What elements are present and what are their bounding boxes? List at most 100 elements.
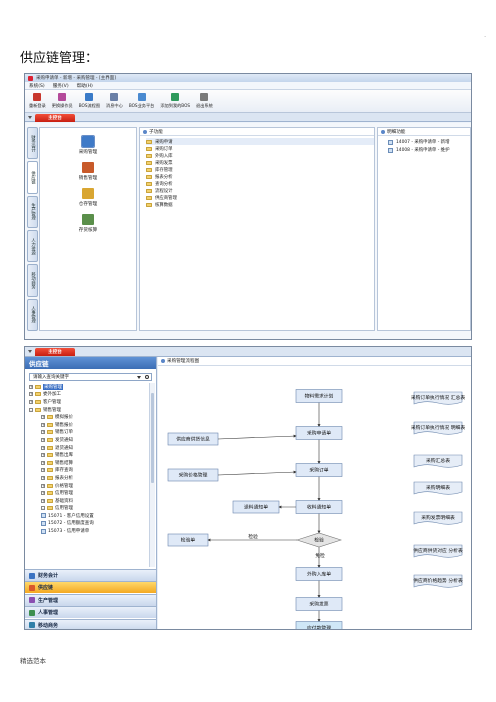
sub-function-item[interactable]: 核算数据 xyxy=(146,201,374,208)
scrollbar-thumb[interactable] xyxy=(151,393,154,483)
tree-item[interactable]: +采购管理 xyxy=(29,383,148,391)
module-warehouse[interactable]: 仓存管理 xyxy=(40,188,136,207)
module-bar-label: 移动商务 xyxy=(38,622,59,629)
module-bar[interactable]: 财务会计 xyxy=(25,569,156,581)
add-to-my-bos-label: 添加到我的BOS xyxy=(160,103,191,108)
sub-function-item[interactable]: 供应商管理 xyxy=(146,194,374,201)
tree-item[interactable]: +销售订单 xyxy=(29,429,148,437)
tab-main-console[interactable]: 主控台 xyxy=(35,114,75,122)
detail-function-item[interactable]: 14007 - 采购申请单 - 新增 xyxy=(388,138,470,146)
message-center-button[interactable]: 消息中心 xyxy=(106,93,123,109)
tree-item[interactable]: +基础资料 xyxy=(29,497,148,505)
vtab-personnel[interactable]: 人事管理 xyxy=(27,298,38,331)
tree-item[interactable]: +销售出库 xyxy=(29,451,148,459)
tree-item[interactable]: +信用管理 xyxy=(29,489,148,497)
tree-item[interactable]: 15072 - 信用额度查询 xyxy=(29,520,148,528)
expand-toggle-icon[interactable]: + xyxy=(29,384,33,389)
expand-toggle-icon[interactable]: + xyxy=(29,399,33,404)
expand-toggle-icon[interactable]: + xyxy=(41,437,45,442)
exit-system-button[interactable]: 退出系统 xyxy=(196,93,213,109)
switch-operator-button[interactable]: 更换操作员 xyxy=(52,93,73,109)
flow-supplier-info-label: 供应商供货信息 xyxy=(176,436,210,443)
expand-toggle-icon[interactable]: + xyxy=(41,460,45,465)
tree-item[interactable]: + 退货通知 xyxy=(29,444,148,452)
purchase-flowchart: 物料需求计划采购申请单采购订单收料通知单检验外购入库单采购发票应付款管理免检供应… xyxy=(167,389,465,629)
tree-item[interactable]: +销售报价 xyxy=(29,421,148,429)
sub-function-item[interactable]: 采购发票 xyxy=(146,159,374,166)
menu-help[interactable]: 帮助(H) xyxy=(76,83,93,89)
flow-report-doc xyxy=(413,544,463,558)
expand-toggle-icon[interactable]: + xyxy=(29,392,33,397)
tree-item[interactable]: +库存查询 xyxy=(29,467,148,475)
tree-item[interactable]: +模拟报价 xyxy=(29,413,148,421)
expand-toggle-icon[interactable]: - xyxy=(41,506,45,511)
tree-item[interactable]: 15071 - 客户信用设置 xyxy=(29,512,148,520)
sub-function-item[interactable]: 采购申请 xyxy=(146,138,374,145)
expand-toggle-icon[interactable]: - xyxy=(29,407,33,412)
expand-toggle-icon[interactable]: + xyxy=(41,415,45,420)
module-bar[interactable]: 生产管理 xyxy=(25,593,156,606)
tree-item[interactable]: -信用管理 xyxy=(29,505,148,513)
module-sales[interactable]: 销售管理 xyxy=(40,162,136,181)
expand-toggle-icon[interactable]: + xyxy=(41,430,45,435)
chevron-down-icon[interactable] xyxy=(28,116,32,119)
module-bar[interactable]: 移动商务 xyxy=(25,618,156,629)
search-icon[interactable] xyxy=(145,375,149,379)
module-bar[interactable]: 人事管理 xyxy=(25,606,156,619)
module-icon xyxy=(29,622,35,629)
tree-item[interactable]: 15073 - 信用申请单 xyxy=(29,527,148,535)
expand-toggle-icon[interactable]: + xyxy=(41,475,45,480)
message-center-label: 消息中心 xyxy=(106,103,123,108)
flowchart-title: 采购管理流程图 xyxy=(167,359,200,364)
expand-toggle-icon[interactable]: + xyxy=(41,468,45,473)
vtab-mobile[interactable]: 移动商务 xyxy=(27,264,38,297)
tree-item-label: 退货通知 xyxy=(55,445,73,451)
add-to-my-bos-button[interactable]: 添加到我的BOS xyxy=(160,93,190,109)
sub-function-item[interactable]: 采购订单 xyxy=(146,145,374,152)
expand-toggle-icon[interactable]: + xyxy=(41,453,45,458)
vtab-hr[interactable]: 人力资源 xyxy=(27,229,38,263)
relogin-button[interactable]: 重新登录 xyxy=(29,93,46,109)
screenshot-purchase-flow: 主控台 供应链 请输入查询关键字 +采购管理+委外加工+客户管理-销售管理+模拟… xyxy=(24,346,472,630)
tab-main-console-2[interactable]: 主控台 xyxy=(35,348,75,356)
tree-item-label: 销售管理 xyxy=(43,407,61,413)
add-icon xyxy=(171,93,180,101)
module-purchase[interactable]: 采购管理 xyxy=(40,135,136,155)
expand-toggle-icon[interactable]: + xyxy=(41,483,45,488)
sub-function-item[interactable]: 查询分析 xyxy=(146,180,374,187)
flow-purchase-request-label: 采购申请单 xyxy=(307,430,331,437)
bos-flowchart-button[interactable]: BOS流程图 xyxy=(79,93,100,109)
tree-item[interactable]: +委外加工 xyxy=(29,391,148,399)
tree-item[interactable]: +客户管理 xyxy=(29,398,148,406)
tree-scrollbar[interactable] xyxy=(149,383,155,567)
expand-toggle-icon[interactable]: + xyxy=(41,445,45,450)
expand-toggle-icon[interactable]: + xyxy=(41,498,45,503)
menu-service[interactable]: 服务(V) xyxy=(52,83,69,89)
detail-function-item[interactable]: 14008 - 采购申请单 - 维护 xyxy=(388,146,470,154)
module-bar[interactable]: 供应链 xyxy=(25,581,156,594)
bos-platform-button[interactable]: BOS业务平台 xyxy=(129,93,154,109)
tree-item[interactable]: - 销售管理 xyxy=(29,406,148,414)
sub-function-item[interactable]: 报表分析 xyxy=(146,173,374,180)
flow-report-label: 采购订单执行情况 汇总表 xyxy=(411,394,465,401)
module-inventory-costing[interactable]: 存货核算 xyxy=(40,214,136,233)
sub-function-item[interactable]: 流程设计 xyxy=(146,187,374,194)
sub-function-item[interactable]: 外购入库 xyxy=(146,152,374,159)
tree-item[interactable]: +销售结算 xyxy=(29,459,148,467)
chevron-down-icon[interactable] xyxy=(28,350,32,353)
vtab-finance[interactable]: 财务会计 xyxy=(27,127,38,160)
tree-item[interactable]: +发货通知 xyxy=(29,436,148,444)
expand-toggle-icon[interactable]: + xyxy=(41,422,45,427)
chevron-down-icon[interactable] xyxy=(137,376,141,379)
sub-function-item[interactable]: 库存管理 xyxy=(146,166,374,173)
tree-item[interactable]: +报表分析 xyxy=(29,474,148,482)
vtab-production[interactable]: 生产管理 xyxy=(27,195,38,228)
vtab-supply-chain[interactable]: 供应链 xyxy=(27,161,38,194)
folder-icon xyxy=(146,174,152,179)
menu-system[interactable]: 系统(S) xyxy=(29,83,45,89)
search-input[interactable]: 请输入查询关键字 xyxy=(29,373,152,381)
folder-icon xyxy=(146,181,152,186)
sub-function-title: 子功能 xyxy=(149,129,163,135)
expand-toggle-icon[interactable]: + xyxy=(41,491,45,496)
tree-item[interactable]: +价格管理 xyxy=(29,482,148,490)
